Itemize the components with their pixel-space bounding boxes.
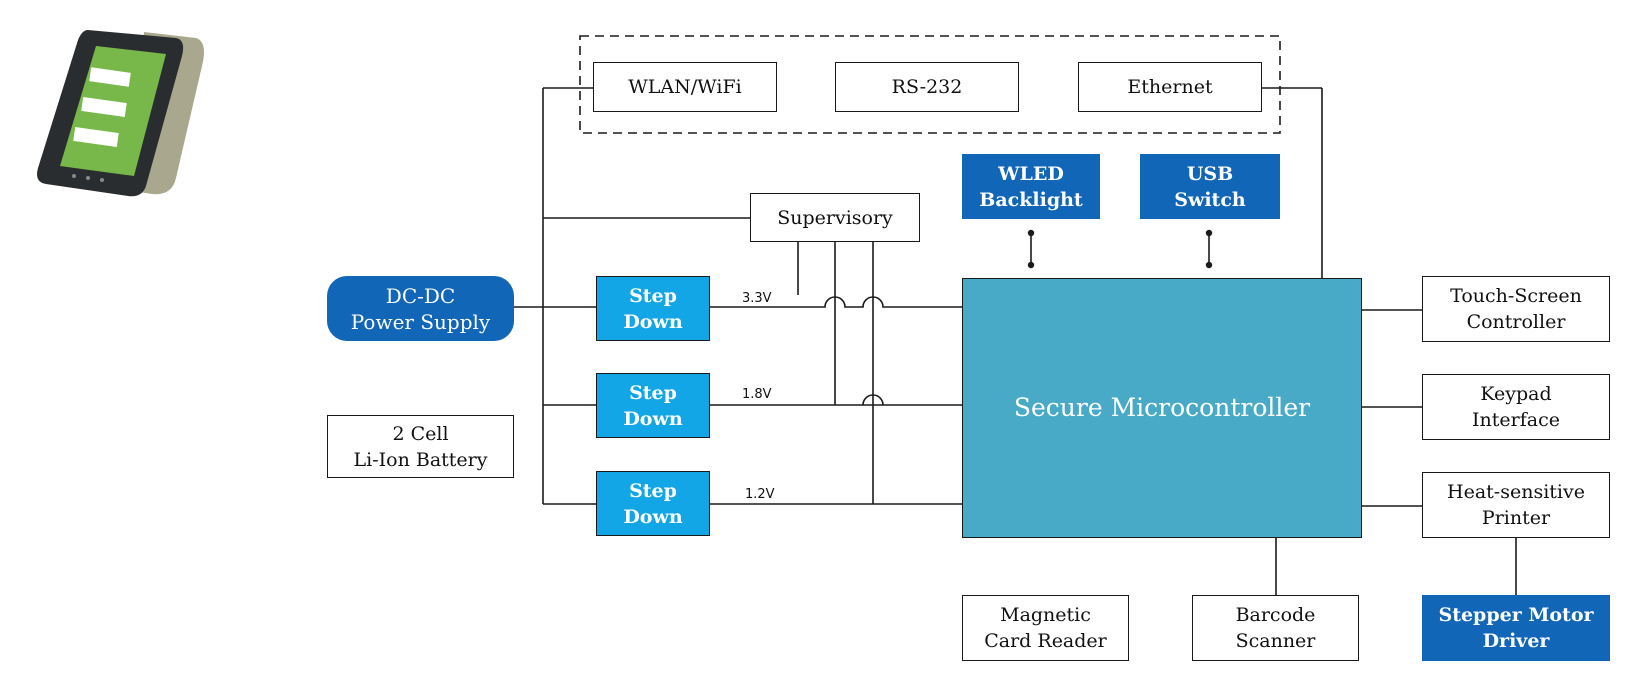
wlan-wifi-label: WLAN/WiFi — [628, 76, 742, 98]
battery-line-1: 2 Cell — [392, 422, 449, 445]
step-down-box-1: Step Down — [596, 276, 710, 341]
wlan-wifi-box: WLAN/WiFi — [593, 62, 777, 112]
dc-dc-power-supply-box: DC-DC Power Supply — [327, 276, 514, 341]
touch-screen-line-1: Touch-Screen — [1450, 285, 1582, 307]
wled-line-2: Backlight — [979, 188, 1083, 211]
stepper-motor-driver-box: Stepper Motor Driver — [1422, 595, 1610, 661]
magnetic-line-1: Magnetic — [1000, 604, 1091, 626]
supervisory-box: Supervisory — [750, 193, 920, 242]
step-down-1-line-2: Down — [623, 310, 683, 333]
step-down-3-line-2: Down — [623, 505, 683, 528]
step-down-2-line-1: Step — [629, 381, 677, 404]
step-down-box-3: Step Down — [596, 471, 710, 536]
rs232-box: RS-232 — [835, 62, 1019, 112]
barcode-line-2: Scanner — [1235, 630, 1316, 652]
magnetic-card-reader-box: Magnetic Card Reader — [962, 595, 1129, 661]
ethernet-box: Ethernet — [1078, 62, 1262, 112]
interface-group-border — [579, 35, 1281, 134]
usb-line-2: Switch — [1174, 188, 1246, 211]
step-down-1-line-1: Step — [629, 284, 677, 307]
magnetic-line-2: Card Reader — [984, 630, 1107, 652]
wled-backlight-box: WLED Backlight — [962, 154, 1100, 219]
stepper-line-1: Stepper Motor — [1438, 604, 1594, 626]
keypad-line-2: Interface — [1472, 409, 1560, 431]
pos-terminal-image — [37, 30, 204, 197]
voltage-label-3v3: 3.3V — [742, 291, 772, 306]
printer-line-1: Heat-sensitive — [1447, 481, 1585, 503]
li-ion-battery-box: 2 Cell Li-Ion Battery — [327, 415, 514, 478]
step-down-2-line-2: Down — [623, 407, 683, 430]
barcode-line-1: Barcode — [1235, 604, 1316, 626]
power-supply-line-2: Power Supply — [350, 309, 491, 334]
barcode-scanner-box: Barcode Scanner — [1192, 595, 1359, 661]
step-down-box-2: Step Down — [596, 373, 710, 438]
mcu-label: Secure Microcontroller — [1013, 393, 1311, 422]
wled-line-1: WLED — [998, 162, 1064, 185]
voltage-label-1v2: 1.2V — [745, 487, 775, 502]
supervisory-label: Supervisory — [777, 206, 893, 229]
battery-line-2: Li-Ion Battery — [353, 448, 488, 471]
ethernet-label: Ethernet — [1127, 76, 1213, 98]
touch-screen-controller-box: Touch-Screen Controller — [1422, 276, 1610, 342]
voltage-label-1v8: 1.8V — [742, 387, 772, 402]
step-down-3-line-1: Step — [629, 479, 677, 502]
keypad-line-1: Keypad — [1480, 383, 1552, 405]
keypad-interface-box: Keypad Interface — [1422, 374, 1610, 440]
stepper-line-2: Driver — [1482, 630, 1550, 652]
rs232-label: RS-232 — [891, 76, 963, 98]
printer-line-2: Printer — [1481, 507, 1551, 529]
heat-sensitive-printer-box: Heat-sensitive Printer — [1422, 472, 1610, 538]
touch-screen-line-2: Controller — [1466, 311, 1566, 333]
usb-line-1: USB — [1186, 162, 1234, 185]
usb-switch-box: USB Switch — [1140, 154, 1280, 219]
secure-microcontroller-box: Secure Microcontroller — [962, 278, 1362, 538]
power-supply-line-1: DC-DC — [385, 283, 456, 308]
